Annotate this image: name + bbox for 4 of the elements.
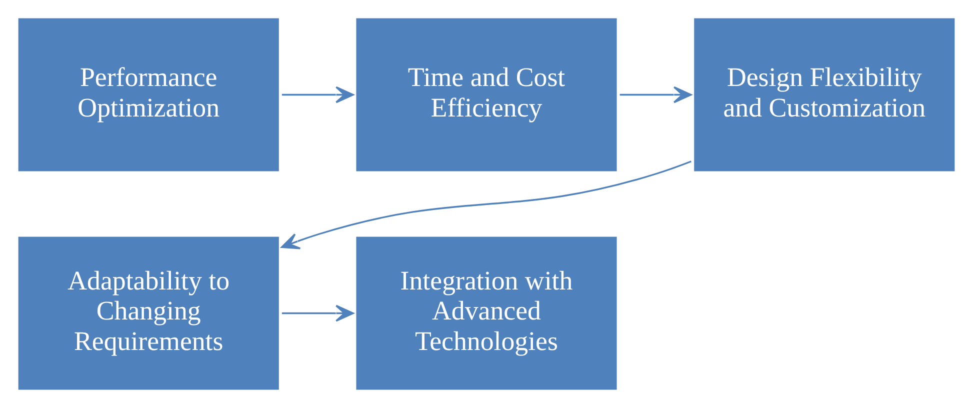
arrow: [282, 86, 354, 103]
arrow: [282, 304, 354, 322]
arrow: [280, 160, 692, 249]
arrow: [620, 86, 692, 103]
